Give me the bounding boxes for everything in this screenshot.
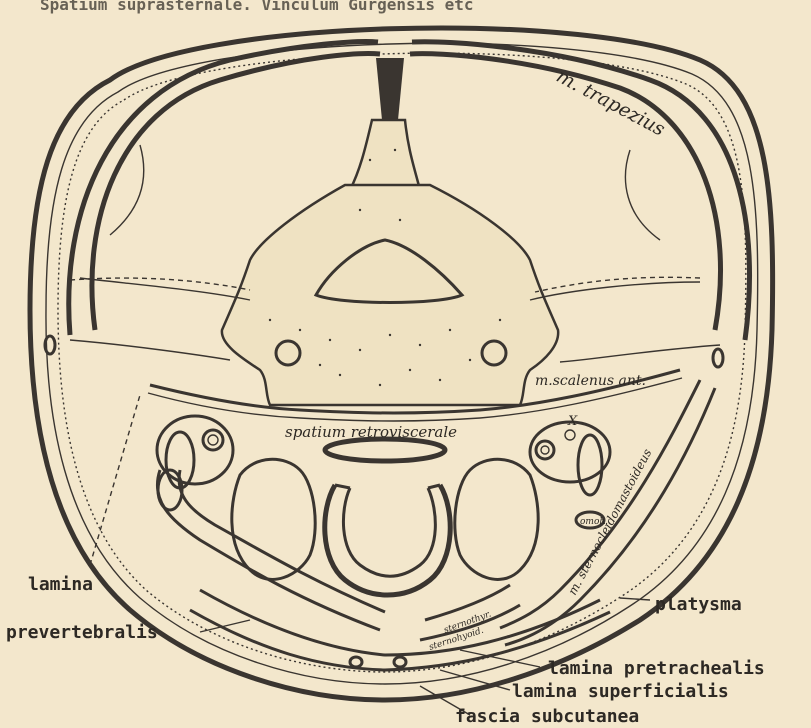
label-lamina-superficialis: lamina superficialis [512,681,729,702]
artery-right-inner [541,446,549,454]
label-spatium-retroviscerale: spatium retroviscerale [285,423,457,441]
label-fascia-subcutanea: fascia subcutanea [455,706,639,727]
spinous-process [350,120,420,190]
label-lamina: lamina [28,574,93,595]
label-m-scalenus-ant: m.scalenus ant. [535,373,646,389]
artery-left-inner [208,435,218,445]
label-roman-x: X [567,414,578,429]
anterior-jugular-left [350,657,362,667]
artery-left [203,430,223,450]
pointer-lamina-prevertebralis [90,395,140,565]
label-lamina-pretrachealis: lamina pretrachealis [548,658,765,679]
sternothyroid [425,585,510,620]
trachea-membrane-2 [428,485,440,488]
scm-right [500,380,700,628]
trachea-inner [343,488,435,576]
jugular-right [578,435,602,495]
dashed-right [535,277,700,292]
header-text: Spatium suprasternale. Vinculum Gurgensi… [40,0,473,14]
thyroid-right [455,459,538,579]
vagus-right [565,430,575,440]
thyroid-left [232,459,315,579]
esophagus [325,439,445,461]
nuchal-ligament [376,58,404,120]
vertebra [222,185,558,405]
anterior-jugular-right [394,657,406,667]
scm-left-2 [179,470,385,612]
pointer-platysma [620,598,650,600]
label-platysma: platysma [655,594,742,615]
ext-jugular-left [45,336,55,354]
ext-jugular-right [713,349,723,367]
label-prevertebralis: prevertebralis [6,622,158,643]
trachea-membrane [335,485,350,488]
artery-right [536,441,554,459]
